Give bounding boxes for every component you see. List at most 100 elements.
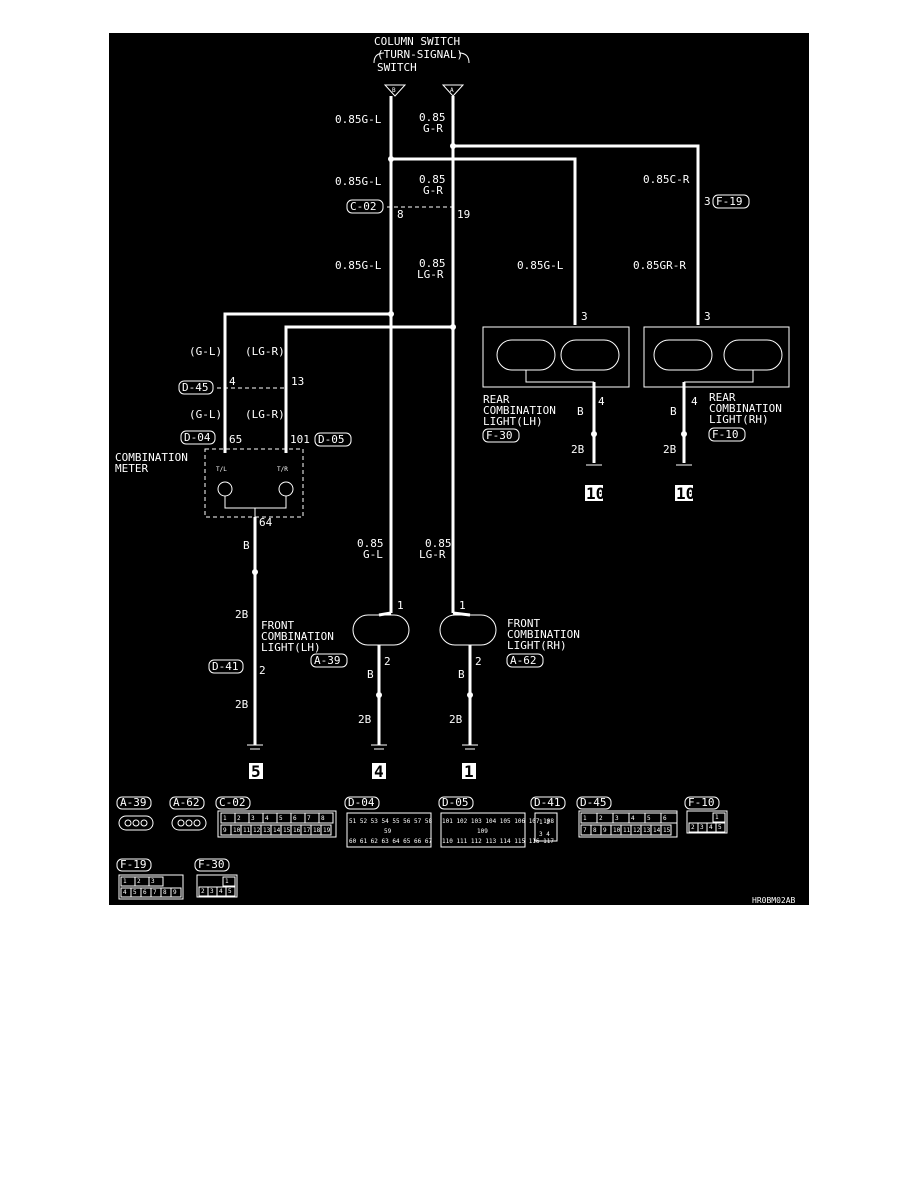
- connector-pin-number: 4: [123, 889, 127, 896]
- legend-a39: A-39: [116, 796, 154, 831]
- connector-pin-number: 3: [251, 815, 255, 822]
- svg-text:F-10: F-10: [688, 796, 715, 809]
- wire-label-mid-right-1: 0.85: [419, 173, 446, 186]
- connector-pin-number: 9: [223, 827, 227, 834]
- legend-a62: A-62: [169, 796, 207, 831]
- junction-front-lh: [376, 692, 382, 698]
- svg-text:101 102 103 104 105 106 107 10: 101 102 103 104 105 106 107 108: [442, 818, 554, 825]
- svg-text:C-02: C-02: [219, 796, 246, 809]
- front-rh-label-2: COMBINATION: [507, 628, 580, 641]
- connector-a39-label: A-39: [314, 654, 341, 667]
- connector-f19-label: F-19: [716, 195, 743, 208]
- pin-2-d41: 2: [259, 664, 266, 677]
- svg-text:51 52 53 54 55 56 57 58: 51 52 53 54 55 56 57 58: [349, 818, 432, 825]
- svg-text:D-05: D-05: [442, 796, 469, 809]
- connector-pin-number: 9: [603, 827, 607, 834]
- connector-pin-number: 3: [151, 878, 155, 885]
- connector-pin-number: 7: [153, 889, 157, 896]
- wire-rear-rh: [453, 144, 700, 325]
- connector-d41-label: D-41: [212, 660, 239, 673]
- rear-lamp-rh-bulb-1: [653, 339, 713, 371]
- connector-pin-cell: [660, 824, 672, 836]
- connector-a39-tag: [310, 653, 348, 668]
- connector-pin-cell: [712, 812, 726, 823]
- pin-2-front-rh: 2: [475, 655, 482, 668]
- rear-lh-label-1: REAR: [483, 393, 510, 406]
- pin-8: 8: [397, 208, 404, 221]
- connector-pin-number: 1: [715, 814, 719, 821]
- pin-65: 65: [229, 433, 242, 446]
- junction-rear-rh: [681, 431, 687, 437]
- pin-4-rear-rh: 4: [691, 395, 698, 408]
- connector-f19-tag: [712, 194, 750, 209]
- wire-label-2b-d41: 2B: [235, 698, 249, 711]
- ground-label-1: 1: [464, 762, 474, 781]
- connector-pin-cell: [320, 824, 332, 836]
- switch-pin-b-label: B: [392, 87, 396, 94]
- connector-pin-cell: [318, 812, 334, 824]
- wire-label-2b-front-lh: 2B: [358, 713, 372, 726]
- ground-label-5: 5: [251, 762, 261, 781]
- connector-pin-number: 1: [583, 815, 587, 822]
- wire-label-top-right-2: G-R: [423, 122, 443, 135]
- ground-badge-10b: [675, 485, 693, 501]
- wire-label-gl-2: (G-L): [189, 408, 222, 421]
- meter-tl: T/L: [216, 466, 227, 473]
- pin-4-d45: 4: [229, 375, 236, 388]
- svg-text:110 111 112 113 114 115 116 11: 110 111 112 113 114 115 116 117: [442, 838, 554, 845]
- wire-label-b-front-lh: B: [367, 668, 374, 681]
- diagram-code: HR0BM02AB: [752, 896, 796, 905]
- rear-lamp-lh-box: [482, 326, 630, 388]
- legend-d04: D-04 51 52 53 54 55 56 57 58 59 60 61 62…: [344, 796, 432, 848]
- legend-d41: D-41 1 2 3 4: [530, 796, 566, 842]
- rear-lamp-rh-internal: [684, 370, 754, 383]
- wire-label-rear-rh: 0.85C-R: [643, 173, 690, 186]
- rear-lamp-lh-bulb-2: [560, 339, 620, 371]
- connector-f10-tag: [708, 427, 746, 442]
- connector-pin-cell: [148, 876, 164, 887]
- connector-pin-number: 12: [633, 827, 641, 834]
- wire-label-gl: (G-L): [189, 345, 222, 358]
- connector-c02-tag: [346, 199, 384, 214]
- wire-label-top-left: 0.85G-L: [335, 113, 382, 126]
- meter-tr: T/R: [277, 466, 288, 473]
- svg-text:D-41: D-41: [534, 796, 561, 809]
- pin-1-front-rh: 1: [459, 599, 466, 612]
- wire-label-low-left: 0.85G-L: [335, 259, 382, 272]
- meter-internal-right: [255, 496, 287, 509]
- junction-front-rh: [467, 692, 473, 698]
- connector-pin-number: 7: [307, 815, 311, 822]
- diagram-background: [109, 33, 809, 905]
- ground-label-10b: 10: [676, 484, 695, 503]
- connector-d05-tag: [314, 432, 352, 447]
- svg-text:D-45: D-45: [580, 796, 607, 809]
- switch-title-3: SWITCH: [377, 61, 417, 74]
- connector-pin-number: 10: [613, 827, 621, 834]
- connector-pin-number: 4: [265, 815, 269, 822]
- connector-pin-number: 3: [700, 824, 704, 831]
- svg-text:59: 59: [384, 828, 392, 835]
- connector-d04-tag: [180, 430, 216, 445]
- wire-label-b-rear-lh: B: [577, 405, 584, 418]
- svg-text:3 4: 3 4: [539, 831, 550, 838]
- wire-label-b-rear-rh: B: [670, 405, 677, 418]
- front-rh-label-1: FRONT: [507, 617, 540, 630]
- connector-pin-number: 2: [137, 878, 141, 885]
- svg-text:109: 109: [477, 828, 488, 835]
- connector-pin-number: 6: [663, 815, 667, 822]
- wire-label-low-right-1: 0.85: [419, 257, 446, 270]
- wire-label-2b-meter: 2B: [235, 608, 249, 621]
- legend-d05: D-05 101 102 103 104 105 106 107 108 109…: [438, 796, 554, 848]
- connector-pin-number: 18: [313, 827, 321, 834]
- connector-pin-number: 2: [599, 815, 603, 822]
- junction-rear-lh: [591, 431, 597, 437]
- pin-4-rear-lh: 4: [598, 395, 605, 408]
- svg-text:60 61 62 63 64 65 66 67: 60 61 62 63 64 65 66 67: [349, 838, 432, 845]
- ground-badge-1: [462, 763, 476, 779]
- connector-f30-label: F-30: [486, 429, 513, 442]
- connector-pin-number: 13: [263, 827, 271, 834]
- switch-title-2: (TURN-SIGNAL): [377, 48, 463, 61]
- wire-label-rear-lh: 0.85G-L: [517, 259, 564, 272]
